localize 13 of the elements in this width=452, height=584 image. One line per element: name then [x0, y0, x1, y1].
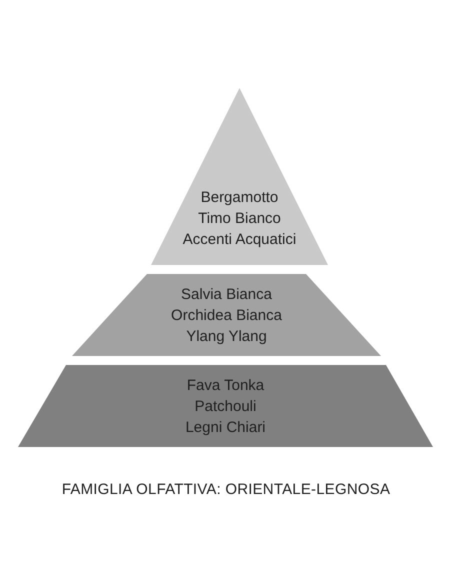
- ingredient-text: Legni Chiari: [185, 418, 266, 438]
- ingredient-text: Accenti Acquatici: [182, 230, 296, 250]
- ingredient-text: Bergamotto: [200, 188, 278, 208]
- pyramid-tier: [18, 365, 433, 447]
- caption-text: FAMIGLIA OLFATTIVA: ORIENTALE-LEGNOSA: [60, 481, 392, 498]
- pyramid-tier: [151, 88, 328, 265]
- ingredient-text: Fava Tonka: [186, 376, 264, 396]
- ingredient-text: Salvia Bianca: [181, 284, 272, 304]
- ingredient-text: Ylang Ylang: [186, 326, 267, 346]
- ingredient-text: Patchouli: [194, 396, 256, 416]
- pyramid-tier: [72, 274, 381, 356]
- ingredient-text: Orchidea Bianca: [171, 306, 282, 326]
- ingredient-text: Timo Bianco: [198, 209, 281, 229]
